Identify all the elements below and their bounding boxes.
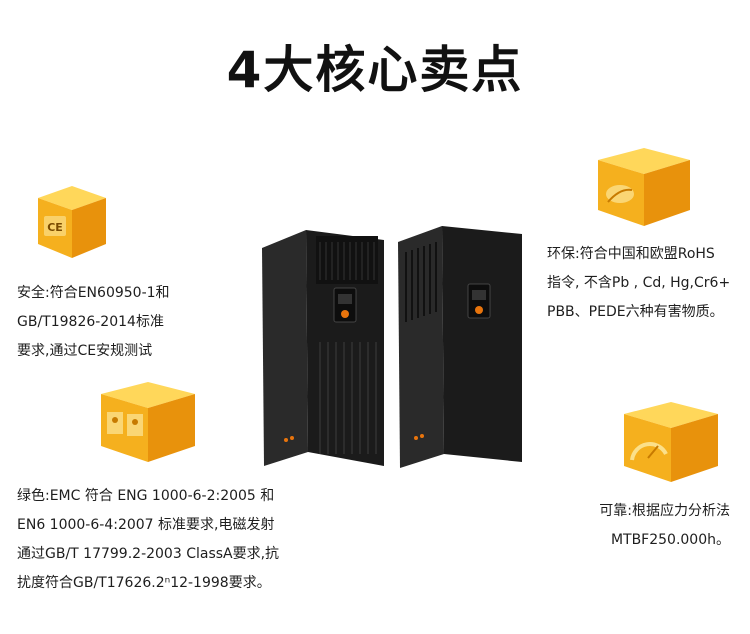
- reliable-cube: [624, 402, 718, 482]
- safety-line-3: 要求,通过CE安规测试: [17, 343, 153, 359]
- safety-cube: CE: [38, 186, 106, 258]
- eco-feature-text: 环保:符合中国和欧盟RoHS 指令, 不含Pb , Cd, Hg,Cr6+ PB…: [547, 240, 730, 327]
- ce-mark-icon: CE: [44, 216, 66, 236]
- green-cube: [101, 382, 195, 462]
- eco-cube: [598, 148, 690, 226]
- leaf-eco-icon: [606, 185, 634, 203]
- green-line-4: 扰度符合GB/T17626.2ⁿ12-1998要求。: [17, 575, 271, 591]
- cabinet-side-unit: [398, 226, 522, 468]
- eco-line-2: 指令, 不含Pb , Cd, Hg,Cr6+: [547, 275, 731, 291]
- safety-line-1: 安全:符合EN60950-1和: [17, 285, 170, 301]
- emc-certificate-icon: [107, 412, 143, 436]
- green-line-1: 绿色:EMC 符合 ENG 1000-6-2:2005 和: [17, 488, 275, 504]
- eco-line-1: 环保:符合中国和欧盟RoHS: [547, 246, 715, 262]
- ce-mark-text: CE: [47, 221, 63, 234]
- safety-line-2: GB/T19826-2014标准: [17, 314, 164, 330]
- reliable-line-1: 可靠:根据应力分析法: [599, 503, 730, 519]
- gauge-icon: [630, 442, 668, 461]
- reliable-line-2: MTBF250.000h。: [610, 532, 730, 548]
- eco-line-3: PBB、PEDE六种有害物质。: [547, 304, 724, 320]
- green-line-2: EN6 1000-6-4:2007 标准要求,电磁发射: [17, 517, 275, 533]
- reliable-feature-text: 可靠:根据应力分析法 MTBF250.000h。: [599, 497, 730, 555]
- green-line-3: 通过GB/T 17799.2-2003 ClassA要求,抗: [17, 546, 280, 562]
- product-image: [262, 226, 522, 468]
- page-title: 4大核心卖点: [226, 41, 524, 99]
- safety-feature-text: 安全:符合EN60950-1和 GB/T19826-2014标准 要求,通过CE…: [17, 279, 170, 366]
- cabinet-front-unit: [262, 230, 384, 466]
- green-feature-text: 绿色:EMC 符合 ENG 1000-6-2:2005 和 EN6 1000-6…: [17, 482, 279, 598]
